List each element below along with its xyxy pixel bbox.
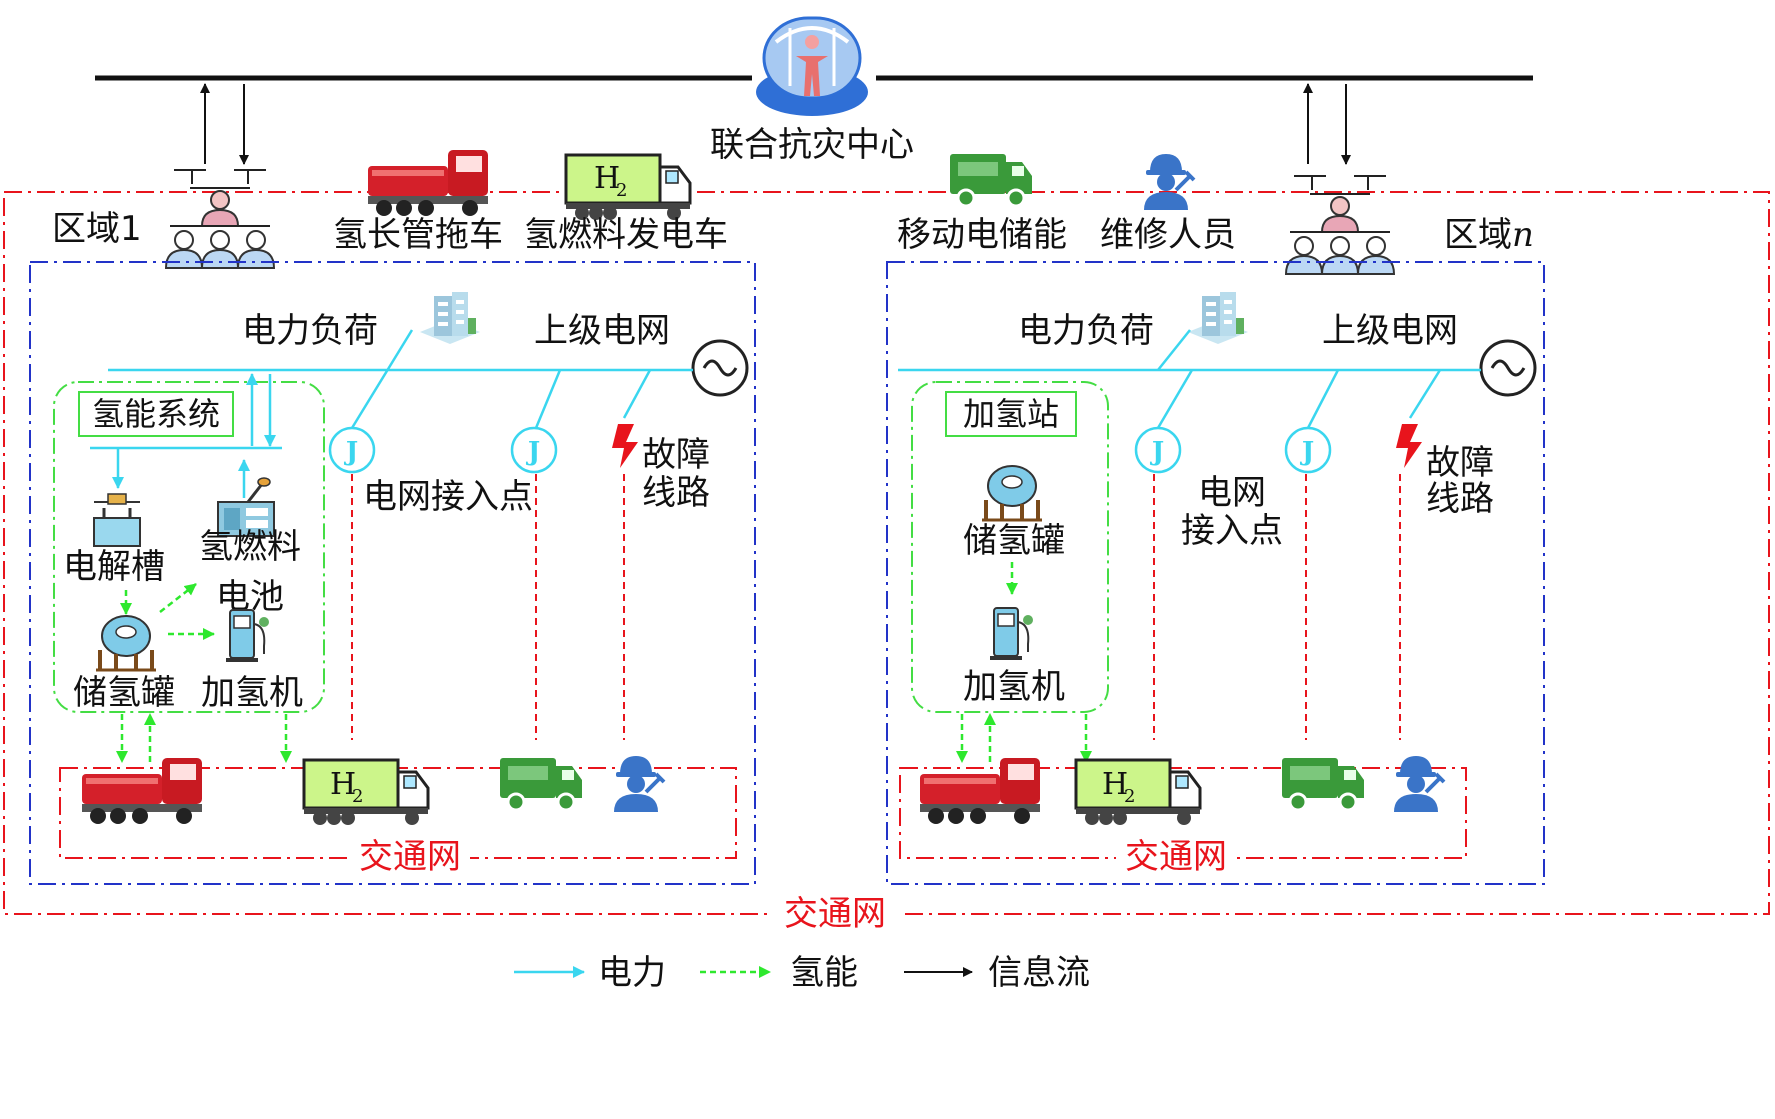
- regionn-traffic-label: 交通网: [1125, 837, 1227, 877]
- region1-center-icon: [165, 169, 275, 269]
- legend-power-label: 电力: [598, 953, 666, 993]
- region1-fault-label-line2: 线路: [642, 473, 710, 513]
- hydrogen-system-label: 氢能系统: [92, 395, 220, 433]
- tube-trailer-label: 氢长管拖车: [333, 215, 503, 255]
- region1-junction-2: [510, 426, 558, 474]
- regionn-junction-2-letter: J: [1300, 437, 1314, 467]
- regionn-power-load-icon: [1188, 292, 1248, 344]
- region1-upper-grid-icon: [691, 339, 749, 397]
- regionn-label: 区域n: [1444, 215, 1534, 255]
- regionn-fault-label-line2: 线路: [1426, 479, 1494, 519]
- hydrogen-tank-label: 储氢罐: [73, 673, 175, 713]
- region1-mobile-storage-icon: [498, 756, 584, 812]
- regionn-traffic-label-bg: [1116, 838, 1236, 878]
- regionn-hydrogen-dispenser-icon: [989, 607, 1034, 661]
- electrolyzer-label: 电解槽: [63, 547, 165, 587]
- regionn-h2-badge: H: [1102, 767, 1128, 802]
- legend-hydrogen-label: 氢能: [790, 953, 858, 993]
- region1-upper-grid-label: 上级电网: [534, 311, 670, 351]
- regionn-label-suffix: n: [1512, 215, 1534, 255]
- hydrogen-station-boundary: [911, 381, 1109, 713]
- region1-fault-label-line1: 故障: [642, 435, 710, 475]
- region1-junction-2-letter: J: [526, 437, 540, 467]
- hydrogen-station-label: 加氢站: [963, 395, 1059, 433]
- hydrogen-tube-trailer-icon: [368, 150, 488, 216]
- regionn-feeder-2: [1306, 369, 1340, 429]
- region1-power-load-icon: [420, 292, 480, 344]
- legend-info-label: 信息流: [988, 953, 1090, 993]
- region1-h2-badge: H: [330, 767, 356, 802]
- mobile-storage-label: 移动电储能: [897, 215, 1067, 255]
- regionn-center-icon: [1285, 175, 1395, 275]
- regionn-mobile-storage-icon: [1280, 756, 1366, 812]
- regionn-access-label-line1: 电网: [1198, 473, 1266, 513]
- region1-feeder-2: [534, 369, 562, 429]
- outer-traffic-label: 交通网: [784, 894, 886, 934]
- hydrogen-station-title-box: [945, 391, 1077, 437]
- regionn-label-prefix: 区域: [1444, 215, 1512, 255]
- regionn-power-load-label: 电力负荷: [1018, 311, 1154, 351]
- hydrogen-dispenser-icon: [225, 609, 270, 663]
- hydrogen-fuel-generator-truck-icon: [564, 153, 692, 222]
- region1-h2-badge-sub: 2: [352, 786, 363, 807]
- regionn-feeder-1: [1156, 369, 1194, 429]
- outer-traffic-label-bg: [770, 892, 900, 936]
- hydrogen-dispenser-label: 加氢机: [201, 673, 303, 713]
- center-label: 联合抗灾中心: [710, 125, 914, 165]
- fuel-cell-label-line1: 氢燃料: [199, 527, 301, 567]
- repair-worker-icon: [1142, 152, 1196, 212]
- regionn-generator-truck-icon: [1074, 758, 1202, 827]
- region1-generator-truck-icon: [302, 758, 430, 827]
- regionn-repair-worker-icon: [1392, 754, 1446, 814]
- regionn-fault-icon: [1396, 424, 1422, 468]
- regionn-upper-grid-label: 上级电网: [1322, 311, 1458, 351]
- legend: 电力 氢能 信息流: [514, 953, 1090, 993]
- top-h2-badge: H: [594, 161, 620, 196]
- regionn-junction-1: [1134, 426, 1182, 474]
- region1-traffic-label-bg: [350, 838, 470, 878]
- region1-traffic-label: 交通网: [359, 837, 461, 877]
- region1-fault-icon: [612, 424, 638, 468]
- regionn-load-feeder: [1157, 329, 1191, 371]
- disaster-center-icon: [754, 16, 870, 118]
- regionn-boundary: [886, 261, 1545, 885]
- regionn-upper-grid-icon: [1479, 339, 1537, 397]
- hydrogen-system-boundary: [53, 381, 325, 713]
- region1-repair-worker-icon: [612, 754, 666, 814]
- region1-junction-1: [328, 426, 376, 474]
- region1-access-point-label: 电网接入点: [363, 477, 533, 517]
- hydrogen-tank-icon: [94, 614, 158, 672]
- regionn-junction-2: [1284, 426, 1332, 474]
- regionn-junction-1-letter: J: [1150, 437, 1164, 467]
- region1-label: 区域1: [52, 209, 142, 249]
- regionn-access-label-line2: 接入点: [1181, 511, 1283, 551]
- region1-junction-1-letter: J: [344, 437, 358, 467]
- regionn-h2-badge-sub: 2: [1124, 786, 1135, 807]
- regionn-feeder-3: [1408, 369, 1442, 419]
- hydrogen-system-title-box: [78, 391, 234, 437]
- mobile-energy-storage-truck-icon: [948, 152, 1034, 208]
- region1-load-feeder: [350, 329, 414, 429]
- regionn-hydrogen-dispenser-label: 加氢机: [963, 667, 1065, 707]
- region1-feeder-3: [622, 369, 652, 419]
- region1-power-load-label: 电力负荷: [242, 311, 378, 351]
- top-h2-badge-sub: 2: [616, 180, 627, 201]
- regionn-hydrogen-tank-icon: [980, 464, 1044, 522]
- regionn-hydrogen-tank-label: 储氢罐: [963, 521, 1065, 561]
- region1-boundary: [29, 261, 756, 885]
- h2-tank-to-fuel-cell: [159, 583, 197, 613]
- regionn-fault-label-line1: 故障: [1426, 443, 1494, 483]
- fuel-generator-truck-label: 氢燃料发电车: [524, 215, 728, 255]
- electrolyzer-icon: [92, 492, 142, 548]
- repair-worker-label: 维修人员: [1100, 215, 1236, 255]
